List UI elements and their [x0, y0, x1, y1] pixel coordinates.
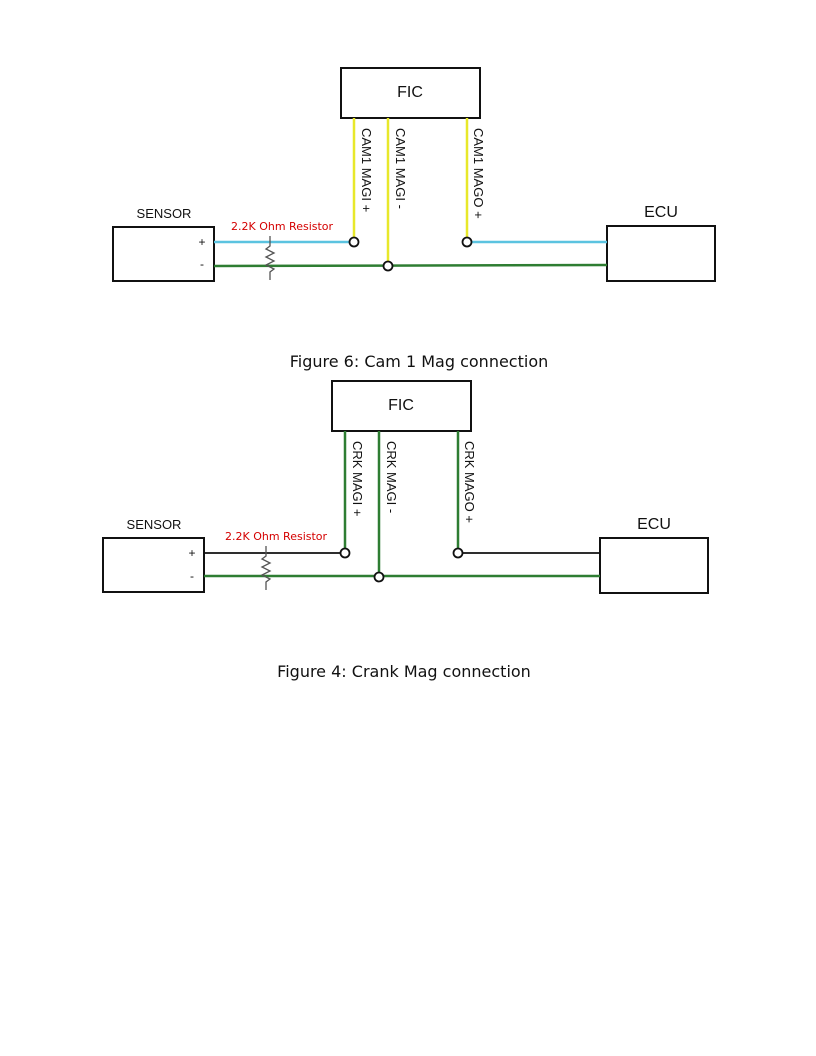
- sensor-box: [102, 537, 205, 593]
- junction-magi-plus: [348, 236, 360, 248]
- junction-magi-plus: [339, 547, 351, 559]
- fic-label: FIC: [388, 397, 414, 414]
- ecu-box: [599, 537, 709, 594]
- sensor-label: SENSOR: [137, 206, 192, 221]
- sensor-minus: -: [190, 569, 194, 583]
- figure-caption: Figure 4: Crank Mag connection: [277, 662, 531, 681]
- ecu-label: ECU: [644, 204, 678, 221]
- figure-cam1: FIC SENSOR + - ECU 2.2K Ohm Resistor CAM…: [112, 67, 716, 371]
- sensor-minus: -: [200, 257, 204, 271]
- junction-magi-minus: [382, 260, 394, 272]
- wire-label-magi-plus: CRK MAGI +: [350, 441, 365, 517]
- wire-label-magi-plus: CAM1 MAGI +: [359, 128, 374, 212]
- fic-box: [340, 67, 481, 119]
- resistor-label: 2.2K Ohm Resistor: [225, 530, 328, 543]
- sensor-box: [112, 226, 215, 282]
- figure-crank: FIC SENSOR + - ECU 2.2K Ohm Resistor CRK…: [102, 380, 709, 681]
- fic-label: FIC: [397, 84, 423, 101]
- resistor-symbol: [260, 546, 272, 590]
- resistor-symbol: [264, 236, 276, 280]
- resistor-label: 2.2K Ohm Resistor: [231, 220, 334, 233]
- junction-mago-plus: [461, 236, 473, 248]
- ecu-box: [606, 225, 716, 282]
- ecu-label: ECU: [637, 516, 671, 533]
- wire-label-magi-minus: CRK MAGI -: [384, 441, 399, 513]
- junction-magi-minus: [373, 571, 385, 583]
- sensor-label: SENSOR: [127, 517, 182, 532]
- junction-mago-plus: [452, 547, 464, 559]
- figure-caption: Figure 6: Cam 1 Mag connection: [290, 352, 549, 371]
- fic-box: [331, 380, 472, 432]
- wire-label-magi-minus: CAM1 MAGI -: [393, 128, 408, 209]
- sensor-plus: +: [188, 546, 195, 560]
- ground-wire: [213, 263, 608, 268]
- sensor-plus: +: [198, 235, 205, 249]
- wire-label-mago-plus: CAM1 MAGO +: [471, 128, 486, 219]
- wire-label-mago-plus: CRK MAGO +: [462, 441, 477, 523]
